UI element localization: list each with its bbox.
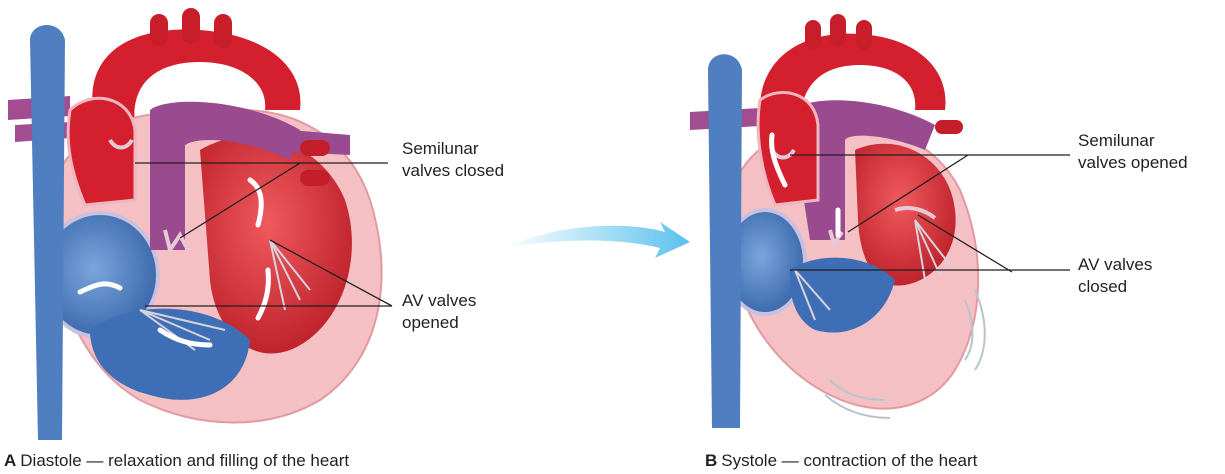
label-semilunar-valves-opened: Semilunar valves opened [1078, 130, 1188, 174]
label-semilunar-valves-closed: Semilunar valves closed [402, 138, 504, 182]
heart-diastole [8, 8, 392, 440]
transition-arrow-icon [505, 222, 690, 258]
label-av-valves-opened: AV valves opened [402, 290, 476, 334]
caption-letter-b: B [705, 451, 717, 470]
caption-text-diastole: Diastole — relaxation and filling of the… [20, 451, 349, 470]
label-av-valves-closed: AV valves closed [1078, 254, 1152, 298]
heart-systole [690, 14, 1070, 428]
caption-letter-a: A [4, 451, 16, 470]
caption-text-systole: Systole — contraction of the heart [721, 451, 977, 470]
